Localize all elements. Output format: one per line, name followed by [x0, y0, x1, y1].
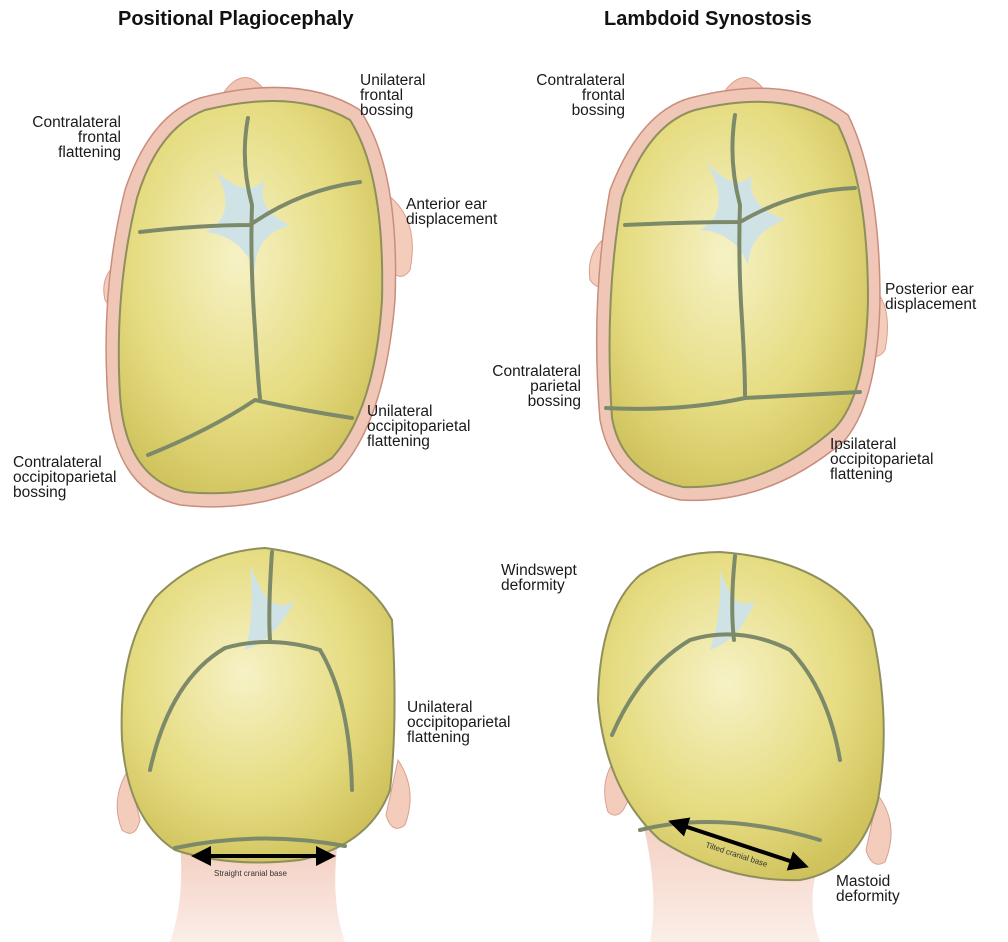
title-lambdoid-synostosis: Lambdoid Synostosis [604, 8, 812, 31]
label-ls-contralateral-frontal-bossing: Contralateral frontal bossing [513, 73, 625, 118]
straight-cranial-base-label: Straight cranial base [214, 869, 287, 878]
label-ls-contralateral-parietal-bossing: Contralateral parietal bossing [470, 364, 581, 409]
label-ls-mastoid-deformity: Mastoid deformity [836, 874, 900, 904]
label-pp-contralateral-frontal-flattening: Contralateral frontal flattening [14, 115, 121, 160]
label-ls-windswept-deformity: Windswept deformity [501, 563, 577, 593]
label-pp-unilateral-occipitoparietal-flattening: Unilateral occipitoparietal flattening [367, 404, 470, 449]
label-pp-unilateral-frontal-bossing: Unilateral frontal bossing [360, 73, 425, 118]
title-positional-plagiocephaly: Positional Plagiocephaly [118, 8, 354, 31]
label-pp-anterior-ear-displacement: Anterior ear displacement [406, 197, 497, 227]
label-pp-contralateral-occipitoparietal-bossing: Contralateral occipitoparietal bossing [13, 455, 116, 500]
label-ls-posterior-ear-displacement: Posterior ear displacement [885, 282, 976, 312]
pp-back-skull [117, 548, 410, 942]
pp-top-bone [119, 101, 382, 493]
label-ls-ipsilateral-occipitoparietal-flattening: Ipsilateral occipitoparietal flattening [830, 437, 933, 482]
label-pp-back-unilateral-occipitoparietal-flattening: Unilateral occipitoparietal flattening [407, 700, 510, 745]
